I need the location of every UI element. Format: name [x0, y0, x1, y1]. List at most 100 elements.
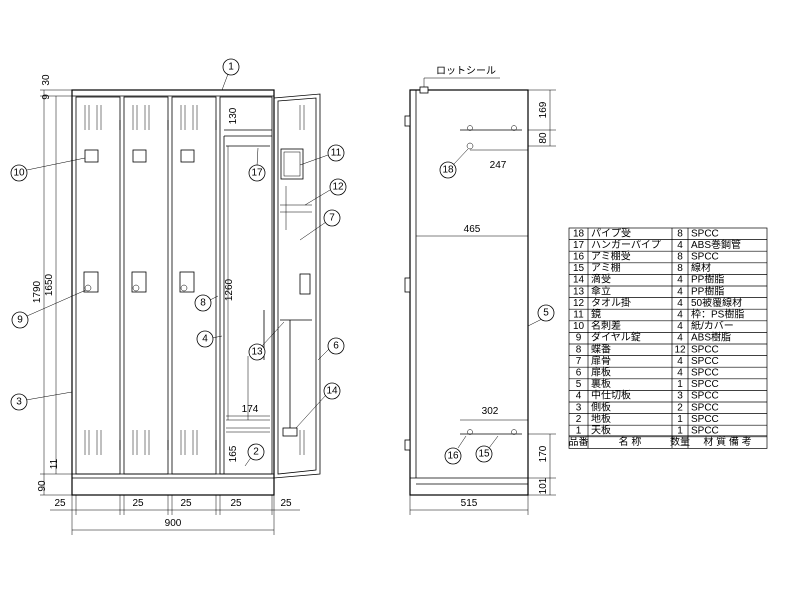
- front-bottom-dimensions: [50, 495, 300, 535]
- part-name: 裏板: [591, 377, 611, 390]
- part-number: 7: [576, 356, 582, 367]
- part-quantity: 12: [674, 344, 686, 355]
- callout-15: 15: [478, 449, 490, 460]
- table-header-material: 材 質 備 考: [703, 435, 751, 448]
- part-material: SPCC: [691, 344, 719, 355]
- part-material: SPCC: [691, 356, 719, 367]
- part-material: SPCC: [691, 228, 719, 239]
- door-1: [75, 96, 121, 475]
- part-number: 10: [573, 321, 585, 332]
- part-number: 2: [576, 414, 582, 425]
- dim-11: 11: [49, 458, 60, 469]
- callout-14: 14: [326, 386, 338, 397]
- part-number: 12: [573, 298, 585, 309]
- callout-5: 5: [543, 308, 549, 319]
- part-quantity: 8: [677, 252, 683, 263]
- callout-9: 9: [17, 315, 23, 326]
- part-material: SPCC: [691, 391, 719, 402]
- callout-11: 11: [331, 148, 342, 159]
- part-number: 16: [573, 252, 585, 263]
- dim-bottom-25-5: 25: [280, 498, 292, 509]
- callout-10: 10: [13, 168, 25, 179]
- part-material: ABS巻鋼管: [691, 238, 741, 251]
- dim-9: 9: [41, 94, 52, 100]
- dim-169: 169: [538, 101, 549, 118]
- part-number: 3: [576, 402, 582, 413]
- part-quantity: 4: [677, 356, 683, 367]
- callout-12: 12: [332, 182, 344, 193]
- part-name: 蝶番: [591, 342, 611, 355]
- part-quantity: 1: [677, 426, 683, 437]
- part-name: ハンガーパイプ: [591, 239, 661, 251]
- part-name: 滴受: [591, 273, 611, 286]
- table-frame: [568, 227, 768, 449]
- part-material: SPCC: [691, 414, 719, 425]
- part-quantity: 1: [677, 414, 683, 425]
- part-number: 14: [573, 275, 585, 286]
- callout-3: 3: [16, 397, 22, 408]
- dim-bottom-25-1: 25: [54, 498, 66, 509]
- part-name: 扉板: [591, 366, 611, 379]
- part-name: 傘立: [591, 284, 611, 297]
- part-name: アミ棚受: [591, 250, 631, 263]
- callout-4: 4: [202, 334, 208, 345]
- callout-8: 8: [200, 298, 206, 309]
- part-quantity: 8: [677, 228, 683, 239]
- part-name: 側板: [591, 400, 611, 413]
- part-quantity: 4: [677, 240, 683, 251]
- callout-16: 16: [447, 451, 459, 462]
- side-view: 169 80 247 465 302 170 101 515 ロットシール 5 …: [404, 66, 556, 515]
- part-number: 8: [576, 344, 582, 355]
- part-name: アミ棚: [591, 261, 621, 274]
- dim-465: 465: [464, 224, 481, 235]
- door-2: [123, 96, 169, 475]
- dim-247: 247: [490, 160, 507, 171]
- part-name: ダイヤル錠: [591, 331, 641, 344]
- part-number: 13: [573, 286, 585, 297]
- part-name: 名刺差: [591, 319, 621, 332]
- part-name: 地板: [591, 412, 611, 425]
- dim-bottom-25-3: 25: [180, 498, 192, 509]
- callout-18: 18: [442, 165, 454, 176]
- dim-30: 30: [41, 74, 52, 86]
- part-material: 線材: [691, 261, 711, 274]
- part-quantity: 1: [677, 379, 683, 390]
- part-quantity: 4: [677, 310, 683, 321]
- callout-6: 6: [333, 341, 339, 352]
- part-material: 紙/カバー: [691, 319, 734, 332]
- part-material: PP樹脂: [691, 284, 724, 297]
- callout-7: 7: [329, 213, 335, 224]
- part-quantity: 4: [677, 368, 683, 379]
- dim-130: 130: [228, 107, 239, 124]
- part-quantity: 3: [677, 391, 683, 402]
- part-material: 50被覆線材: [691, 296, 742, 309]
- part-quantity: 4: [677, 298, 683, 309]
- part-material: SPCC: [691, 402, 719, 413]
- part-material: ABS樹脂: [691, 331, 731, 344]
- part-number: 11: [573, 310, 584, 321]
- part-material: PP樹脂: [691, 273, 724, 286]
- part-quantity: 4: [677, 286, 683, 297]
- dim-bottom-25-4: 25: [230, 498, 242, 509]
- dim-302: 302: [482, 406, 499, 417]
- part-name: パイプ受: [591, 227, 631, 239]
- part-material: SPCC: [691, 426, 719, 437]
- part-material: SPCC: [691, 252, 719, 263]
- open-door: [273, 93, 321, 479]
- part-number: 18: [573, 228, 585, 239]
- table-header-no: 品番: [569, 436, 589, 448]
- dim-1650: 1650: [44, 273, 55, 296]
- part-number: 15: [573, 263, 585, 274]
- dim-1790: 1790: [32, 280, 43, 303]
- part-name: 天板: [591, 424, 611, 437]
- part-name: タオル掛: [591, 296, 631, 309]
- part-material: SPCC: [691, 368, 719, 379]
- part-number: 5: [576, 379, 582, 390]
- dim-170: 170: [538, 445, 549, 462]
- part-number: 9: [576, 333, 582, 344]
- part-number: 6: [576, 368, 582, 379]
- dim-90: 90: [37, 480, 48, 492]
- part-quantity: 4: [677, 321, 683, 332]
- callout-2: 2: [253, 447, 259, 458]
